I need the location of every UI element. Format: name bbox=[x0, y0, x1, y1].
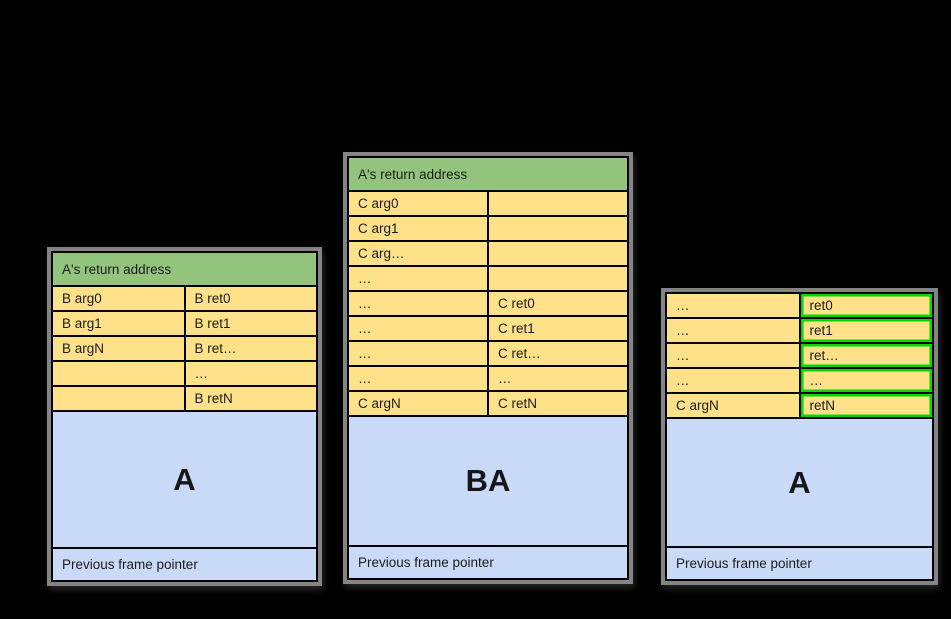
stack-row: C argN C retN bbox=[349, 390, 627, 415]
stack-cell-left: C arg1 bbox=[358, 221, 399, 236]
stack-cell-right: … bbox=[487, 367, 627, 390]
stack-cell-right: B ret1 bbox=[183, 312, 317, 335]
stack-cell-right: … bbox=[183, 362, 317, 385]
previous-frame-pointer-cell: Previous frame pointer bbox=[51, 547, 318, 582]
stack-cell-left: … bbox=[358, 371, 372, 386]
stack-cell-right bbox=[487, 267, 627, 290]
stack-cell-right: ret… bbox=[798, 344, 933, 367]
stack-cell-left: … bbox=[676, 373, 690, 388]
stack-row: … C ret… bbox=[349, 340, 627, 365]
stack-cell-left: … bbox=[358, 271, 372, 286]
stack-row: B retN bbox=[53, 385, 316, 410]
stack-cell-right: B ret… bbox=[183, 337, 317, 360]
stack-row: C arg… bbox=[349, 240, 627, 265]
stack-cell-left: B arg1 bbox=[62, 316, 102, 331]
stack-row: C argN retN bbox=[667, 392, 932, 417]
previous-frame-pointer-cell: Previous frame pointer bbox=[347, 545, 629, 580]
stack-cell-left: B arg0 bbox=[62, 291, 102, 306]
stack-row: B argN B ret… bbox=[53, 335, 316, 360]
stack-row: B arg0 B ret0 bbox=[53, 287, 316, 310]
stack-cell-left: … bbox=[358, 346, 372, 361]
stack-cell-left: C argN bbox=[676, 398, 719, 413]
stack-row: …… bbox=[667, 367, 932, 392]
stack-row: …… bbox=[349, 365, 627, 390]
stack-row: … C ret0 bbox=[349, 290, 627, 315]
stack-cell-left bbox=[53, 362, 184, 385]
frame-body-label: BA bbox=[347, 417, 629, 545]
stack-row: B arg1 B ret1 bbox=[53, 310, 316, 335]
stack-row: … ret0 bbox=[667, 294, 932, 317]
stack-cell-left: … bbox=[676, 323, 690, 338]
stack-cell-left: … bbox=[676, 348, 690, 363]
stack-row: … bbox=[349, 265, 627, 290]
stack-left: A's return address B arg0 B ret0 B arg1 B r… bbox=[47, 247, 322, 586]
stack-cell-right bbox=[487, 242, 627, 265]
stack-cell-right: C ret0 bbox=[487, 292, 627, 315]
return-address-cell: A's return address bbox=[51, 251, 318, 287]
frame-body-label: A bbox=[51, 412, 318, 547]
return-address-cell: A's return address bbox=[347, 156, 629, 192]
stack-cell-right: retN bbox=[798, 394, 933, 417]
stack-row: C arg0 bbox=[349, 192, 627, 215]
stack-cell-right bbox=[487, 192, 627, 215]
args-returns-grid: B arg0 B ret0 B arg1 B ret1 B argN B ret……B r… bbox=[51, 287, 318, 412]
stack-cell-left: C arg0 bbox=[358, 196, 399, 211]
previous-frame-pointer-cell: Previous frame pointer bbox=[665, 546, 934, 581]
stack-row: … C ret1 bbox=[349, 315, 627, 340]
stack-cell-left: … bbox=[358, 296, 372, 311]
stack-cell-left: B argN bbox=[62, 341, 105, 356]
stack-cell-right: C ret… bbox=[487, 342, 627, 365]
stack-cell-right: ret1 bbox=[798, 319, 933, 342]
stack-cell-left: … bbox=[676, 298, 690, 313]
stack-cell-right: B retN bbox=[183, 387, 317, 410]
stack-cell-right: C retN bbox=[487, 392, 627, 415]
stack-cell-left: C argN bbox=[358, 396, 401, 411]
stack-cell-left bbox=[53, 387, 184, 410]
stack-cell-left: … bbox=[358, 321, 372, 336]
stack-cell-right: B ret0 bbox=[183, 287, 317, 310]
frame-body-label: A bbox=[665, 419, 934, 546]
stack-row: … bbox=[53, 360, 316, 385]
stack-cell-right: … bbox=[798, 369, 933, 392]
stack-row: … ret… bbox=[667, 342, 932, 367]
stack-row: C arg1 bbox=[349, 215, 627, 240]
stack-cell-right: C ret1 bbox=[487, 317, 627, 340]
stack-cell-left: C arg… bbox=[358, 246, 405, 261]
stack-row: … ret1 bbox=[667, 317, 932, 342]
stack-cell-right bbox=[487, 217, 627, 240]
stack-cell-right: ret0 bbox=[798, 294, 933, 317]
